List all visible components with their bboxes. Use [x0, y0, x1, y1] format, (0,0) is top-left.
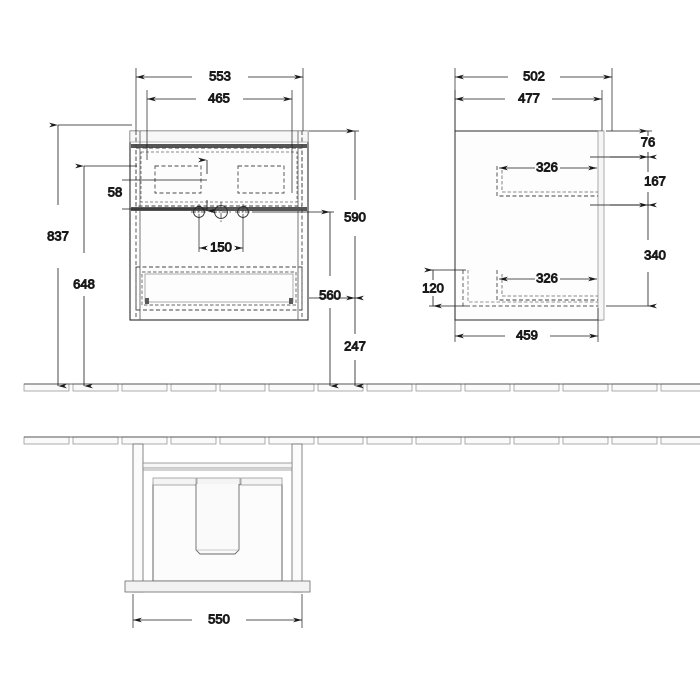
side-view	[454, 130, 610, 321]
dim-side-lower-drawer-340: 340	[644, 247, 666, 262]
tap-hole-right	[235, 204, 251, 220]
bottom-dimensions: 550	[132, 594, 303, 628]
front-dimensions: 553 465 837 648 58	[47, 68, 366, 389]
dim-side-upper-drawer-167: 167	[644, 173, 666, 188]
floor-band-lower	[23, 436, 700, 445]
dim-bottom-width-550: 550	[208, 611, 230, 626]
front-lower-drawer-handle-right	[289, 298, 293, 304]
dim-side-foot-height-120: 120	[422, 280, 444, 295]
dim-side-lower-drawer-depth-326: 326	[536, 270, 558, 285]
dim-front-cabinet-bottom-560: 560	[319, 287, 341, 302]
dim-side-upper-drawer-depth-326: 326	[536, 159, 558, 174]
dim-side-cabinet-depth-477: 477	[518, 90, 540, 105]
side-base-bracket-inner	[467, 270, 598, 303]
front-upper-drawer-top-edge	[131, 144, 307, 148]
bottom-right-upright	[291, 443, 303, 593]
dim-side-base-depth-459: 459	[516, 327, 538, 342]
front-upper-drawer-bottom-edge	[131, 207, 307, 211]
side-upper-drawer	[496, 166, 598, 197]
dim-front-inner-465: 465	[208, 90, 230, 105]
dim-front-tap-spacing-150: 150	[210, 239, 232, 254]
dim-front-cabinet-height-590: 590	[344, 209, 366, 224]
dim-front-total-height-837: 837	[47, 228, 69, 243]
front-countertop	[129, 130, 309, 143]
front-basin-cutout-right	[237, 165, 285, 194]
front-upper-drawer-hidden-inner	[140, 151, 298, 203]
tap-hole-left	[191, 204, 207, 220]
front-lower-drawer-panel	[144, 273, 294, 303]
front-lower-drawer-hidden-inner	[141, 271, 297, 306]
front-basin-cutout-left	[154, 165, 202, 194]
bottom-back-rail	[142, 462, 293, 469]
dim-front-basin-height-648: 648	[73, 276, 95, 291]
bottom-siphon-channel	[195, 484, 240, 555]
floor-band-upper	[23, 383, 700, 392]
front-lower-drawer-handle-left	[145, 298, 149, 304]
dim-side-top-gap-76: 76	[641, 134, 655, 149]
bottom-flange-strips	[152, 477, 283, 486]
bottom-plinth	[124, 580, 311, 593]
dim-side-depth-502: 502	[523, 68, 545, 83]
side-dimensions: 502 477 76 167 340	[422, 68, 667, 343]
side-cabinet-outline	[454, 130, 603, 321]
dim-front-top-offset-58: 58	[108, 184, 122, 199]
bottom-left-upright	[132, 443, 144, 593]
front-view	[129, 130, 309, 321]
front-cabinet-outline	[129, 130, 309, 321]
bottom-view	[124, 443, 311, 593]
dim-front-width-553: 553	[209, 68, 231, 83]
side-front-panel	[597, 130, 605, 321]
dim-front-plinth-gap-247: 247	[344, 338, 366, 353]
